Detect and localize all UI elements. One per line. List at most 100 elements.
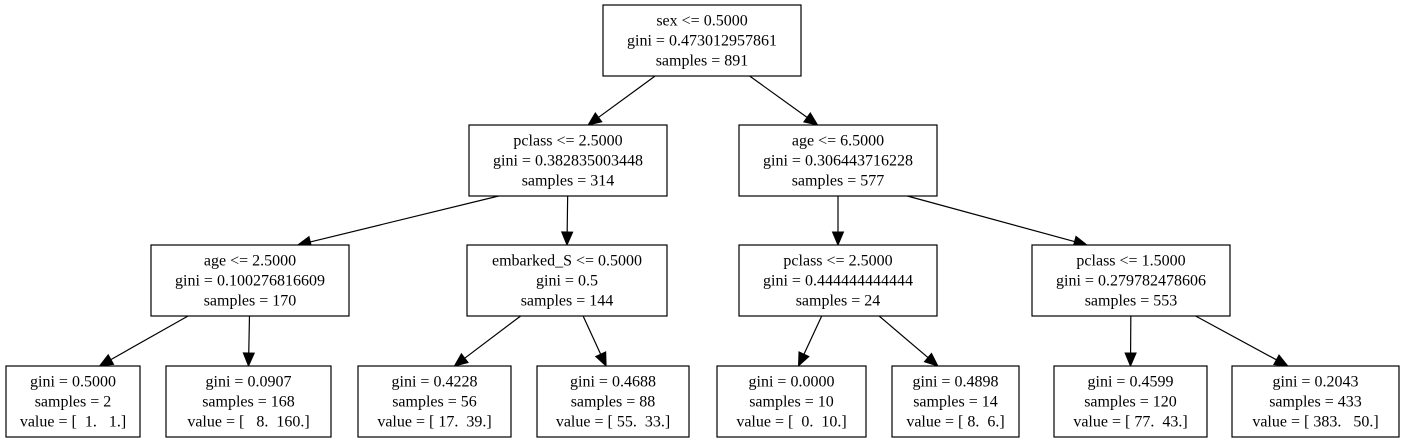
node-box xyxy=(738,244,938,317)
arrow-head-icon xyxy=(560,231,574,247)
node-label-line: samples = 14 xyxy=(913,394,998,411)
edge-line xyxy=(1195,315,1277,361)
node-label-line: samples = 24 xyxy=(796,293,881,310)
tree-edge-n4-n9 xyxy=(453,315,521,367)
arrow-head-icon xyxy=(98,353,115,367)
node-label-line: samples = 891 xyxy=(656,53,749,70)
tree-node-n4: embarked_S <= 0.5000 gini = 0.5 samples = … xyxy=(466,244,668,317)
arrow-head-icon xyxy=(453,352,469,367)
node-box xyxy=(1053,365,1208,438)
node-label-line: age <= 6.5000 xyxy=(792,133,884,150)
tree-node-n3: age <= 2.5000 gini = 0.100276816609 sample… xyxy=(150,244,350,317)
edges-layer xyxy=(98,75,1289,368)
node-label-line: gini = 0.4228 xyxy=(392,374,478,391)
node-label-line: samples = 120 xyxy=(1084,394,1177,411)
node-label-line: gini = 0.4688 xyxy=(570,374,656,391)
node-box xyxy=(1231,365,1400,438)
node-box xyxy=(466,244,668,317)
arrow-head-icon xyxy=(831,231,845,247)
tree-node-n13: gini = 0.4599 samples = 120 value = [ 77. … xyxy=(1053,365,1208,438)
node-label-line: samples = 10 xyxy=(749,394,834,411)
arrow-head-icon xyxy=(802,111,819,126)
node-label-line: samples = 577 xyxy=(792,173,885,190)
tree-node-n9: gini = 0.4228 samples = 56 value = [ 17. 3… xyxy=(357,365,512,438)
arrow-head-icon xyxy=(923,352,939,367)
arrow-head-icon xyxy=(1273,354,1289,367)
node-label-line: pclass <= 2.5000 xyxy=(783,253,892,270)
node-label-line: samples = 168 xyxy=(202,394,295,411)
node-box xyxy=(5,365,141,438)
node-label-line: value = [ 8. 6.] xyxy=(906,414,1004,431)
tree-node-n8: gini = 0.0907 samples = 168 value = [ 8. 1… xyxy=(165,365,332,438)
node-label-line: gini = 0.4599 xyxy=(1088,374,1174,391)
node-label-line: value = [ 1. 1.] xyxy=(20,414,126,431)
node-label-line: value = [ 77. 43.] xyxy=(1073,414,1187,431)
node-label-line: age <= 2.5000 xyxy=(204,253,296,270)
node-box xyxy=(891,365,1020,438)
node-label-line: gini = 0.0907 xyxy=(206,374,292,391)
node-label-line: gini = 0.5000 xyxy=(30,374,116,391)
tree-node-n6: pclass <= 1.5000 gini = 0.279782478606 sam… xyxy=(1031,244,1231,317)
edge-line xyxy=(248,315,251,354)
tree-node-n0: sex <= 0.5000 gini = 0.473012957861 sample… xyxy=(602,4,802,77)
node-label-line: samples = 144 xyxy=(521,293,614,310)
node-label-line: gini = 0.444444444444 xyxy=(763,273,913,290)
node-label-line: gini = 0.4898 xyxy=(913,374,999,391)
node-label-line: sex <= 0.5000 xyxy=(656,13,747,30)
edge-line xyxy=(310,195,499,243)
node-box xyxy=(716,365,867,438)
node-label-line: samples = 314 xyxy=(522,173,615,190)
edge-line xyxy=(582,315,602,355)
node-box xyxy=(468,124,668,197)
edge-line xyxy=(464,315,521,359)
node-label-line: pclass <= 1.5000 xyxy=(1076,253,1185,270)
node-label-line: gini = 0.5 xyxy=(536,273,598,290)
node-label-line: samples = 2 xyxy=(35,394,112,411)
node-label-line: gini = 0.100276816609 xyxy=(175,273,325,290)
tree-edge-n2-n5 xyxy=(831,196,845,247)
arrow-head-icon xyxy=(242,352,256,368)
tree-node-n7: gini = 0.5000 samples = 2 value = [ 1. 1.] xyxy=(5,365,141,438)
tree-edge-n1-n3 xyxy=(296,195,499,248)
node-box xyxy=(738,124,938,197)
node-label-line: gini = 0.306443716228 xyxy=(763,153,913,170)
node-label-line: gini = 0.473012957861 xyxy=(627,33,777,50)
node-box xyxy=(150,244,350,317)
nodes-layer: sex <= 0.5000 gini = 0.473012957861 sample… xyxy=(5,4,1400,438)
edge-line xyxy=(803,315,823,355)
edge-line xyxy=(907,195,1075,243)
node-label-line: samples = 553 xyxy=(1085,293,1178,310)
node-label-line: gini = 0.382835003448 xyxy=(493,153,643,170)
arrow-head-icon xyxy=(797,351,810,368)
node-label-line: samples = 56 xyxy=(392,394,477,411)
tree-node-n14: gini = 0.2043 samples = 433 value = [ 383.… xyxy=(1231,365,1400,438)
edge-line xyxy=(110,315,189,361)
tree-edge-n0-n1 xyxy=(587,75,656,126)
tree-node-n2: age <= 6.5000 gini = 0.306443716228 sample… xyxy=(738,124,938,197)
arrow-head-icon xyxy=(587,111,603,126)
node-label-line: gini = 0.2043 xyxy=(1273,374,1359,391)
tree-edge-n5-n12 xyxy=(878,315,939,367)
tree-node-n12: gini = 0.4898 samples = 14 value = [ 8. 6.… xyxy=(891,365,1020,438)
node-label-line: value = [ 55. 33.] xyxy=(556,414,670,431)
node-label-line: value = [ 0. 10.] xyxy=(736,414,846,431)
node-box xyxy=(602,4,802,77)
tree-edge-n3-n8 xyxy=(242,315,256,368)
node-label-line: pclass <= 2.5000 xyxy=(513,133,622,150)
edge-line xyxy=(598,75,656,118)
node-label-line: value = [ 8. 160.] xyxy=(187,414,309,431)
node-label-line: samples = 433 xyxy=(1269,394,1362,411)
tree-edge-n5-n11 xyxy=(797,315,823,368)
node-label-line: samples = 170 xyxy=(204,293,297,310)
tree-edge-n3-n7 xyxy=(98,315,189,367)
node-label-line: gini = 0.279782478606 xyxy=(1056,273,1206,290)
node-label-line: embarked_S <= 0.5000 xyxy=(492,253,642,270)
node-box xyxy=(536,365,690,438)
node-label-line: value = [ 383. 50.] xyxy=(1252,414,1378,431)
tree-node-n5: pclass <= 2.5000 gini = 0.444444444444 sam… xyxy=(738,244,938,317)
edge-line xyxy=(749,75,808,118)
node-label-line: value = [ 17. 39.] xyxy=(377,414,491,431)
arrow-head-icon xyxy=(594,351,607,368)
